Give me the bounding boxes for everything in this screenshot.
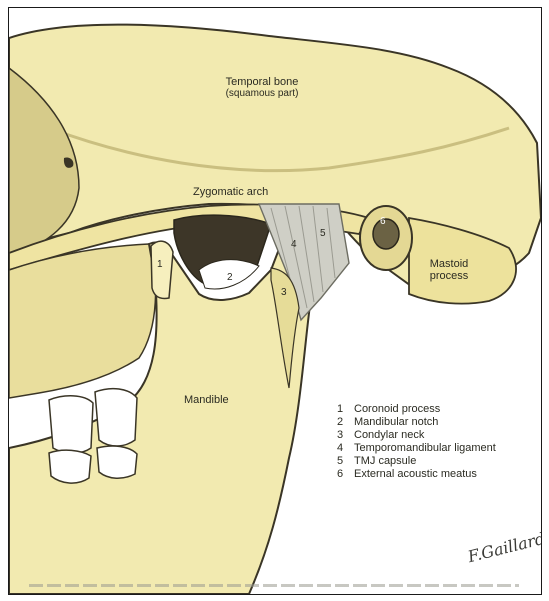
temporal-bone-label: Temporal bone (squamous part) (207, 76, 317, 100)
zygomatic-arch-label: Zygomatic arch (193, 186, 268, 198)
credit-strip (29, 584, 519, 587)
marker-5: 5 (320, 229, 326, 239)
marker-6: 6 (380, 217, 386, 227)
marker-2: 2 (227, 273, 233, 283)
mastoid-process-label: Mastoid process (419, 258, 479, 282)
marker-3: 3 (281, 288, 287, 298)
marker-4: 4 (291, 240, 297, 250)
mandible-label: Mandible (184, 394, 229, 406)
maxilla-shape (9, 244, 156, 398)
anatomy-illustration: Temporal bone (squamous part) Zygomatic … (8, 7, 542, 595)
marker-1: 1 (157, 260, 163, 270)
